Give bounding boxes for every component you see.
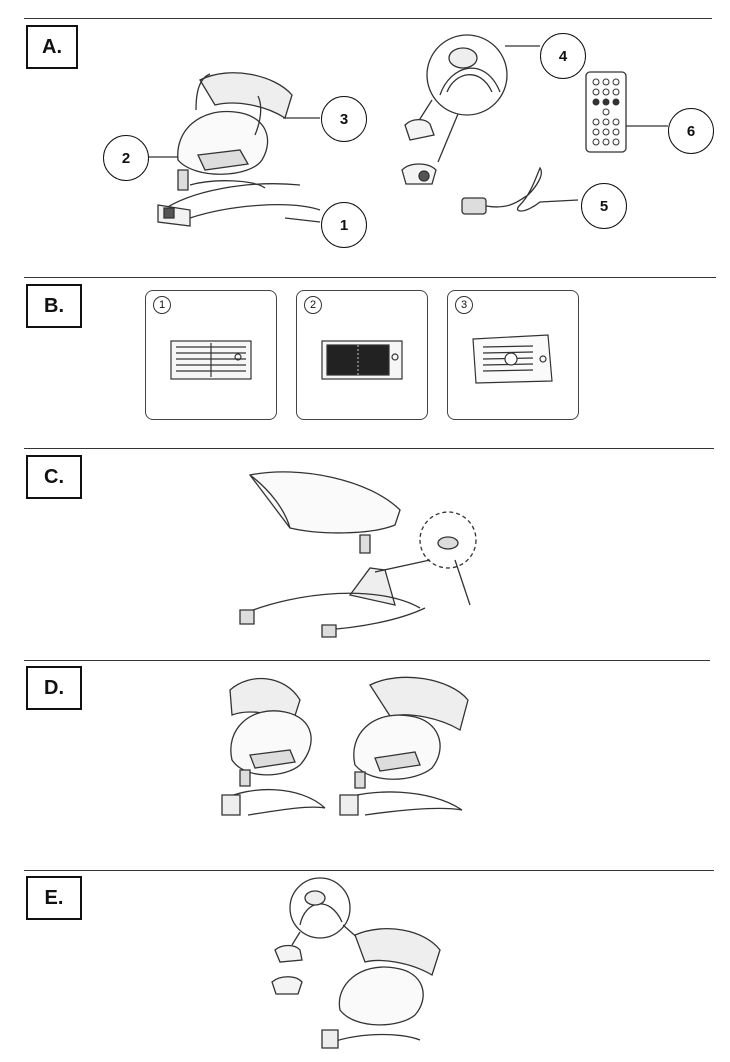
- battery-step-3: 3: [447, 290, 579, 420]
- callout-4: 4: [540, 33, 586, 79]
- callout-5: 5: [581, 183, 627, 229]
- canopy: [200, 73, 292, 118]
- step-number: 3: [455, 296, 473, 314]
- canopy-open: [370, 677, 468, 730]
- parts-overview-illustration: [0, 0, 730, 270]
- rocker-front: [240, 593, 420, 615]
- callout-3: 3: [321, 96, 367, 142]
- turtle-toy: [272, 977, 302, 994]
- section-letter: C.: [26, 455, 82, 499]
- step-number: 2: [304, 296, 322, 314]
- section-divider: [24, 18, 712, 19]
- seat-support-post: [178, 170, 188, 190]
- seat-bowl: [339, 967, 423, 1025]
- seat-post: [360, 535, 370, 553]
- section-divider: [24, 277, 716, 278]
- section-letter: B.: [26, 284, 82, 328]
- base-rocker-arc-top: [160, 184, 300, 212]
- callout-2: 2: [103, 135, 149, 181]
- section-letter: E.: [26, 876, 82, 920]
- canopy: [355, 929, 440, 975]
- section-divider: [24, 870, 714, 871]
- battery-compartment-open-icon: [170, 340, 252, 380]
- cow-toy: [275, 946, 302, 963]
- callout-1: 1: [321, 202, 367, 248]
- battery-compartment-filled-icon: [321, 340, 403, 380]
- step-number: 1: [153, 296, 171, 314]
- battery-cover-closed-icon: [472, 334, 553, 384]
- battery-step-2: 2: [296, 290, 428, 420]
- section-letter: A.: [26, 25, 78, 69]
- battery-step-1: 1: [145, 290, 277, 420]
- section-divider: [24, 448, 714, 449]
- seat-shell: [250, 472, 400, 533]
- cow-toy: [405, 120, 434, 140]
- detail-zoom-circle: [420, 512, 476, 568]
- toy-bar-zoom-circle: [290, 878, 350, 938]
- section-letter: D.: [26, 666, 82, 710]
- callout-6: 6: [668, 108, 714, 154]
- section-divider: [24, 660, 710, 661]
